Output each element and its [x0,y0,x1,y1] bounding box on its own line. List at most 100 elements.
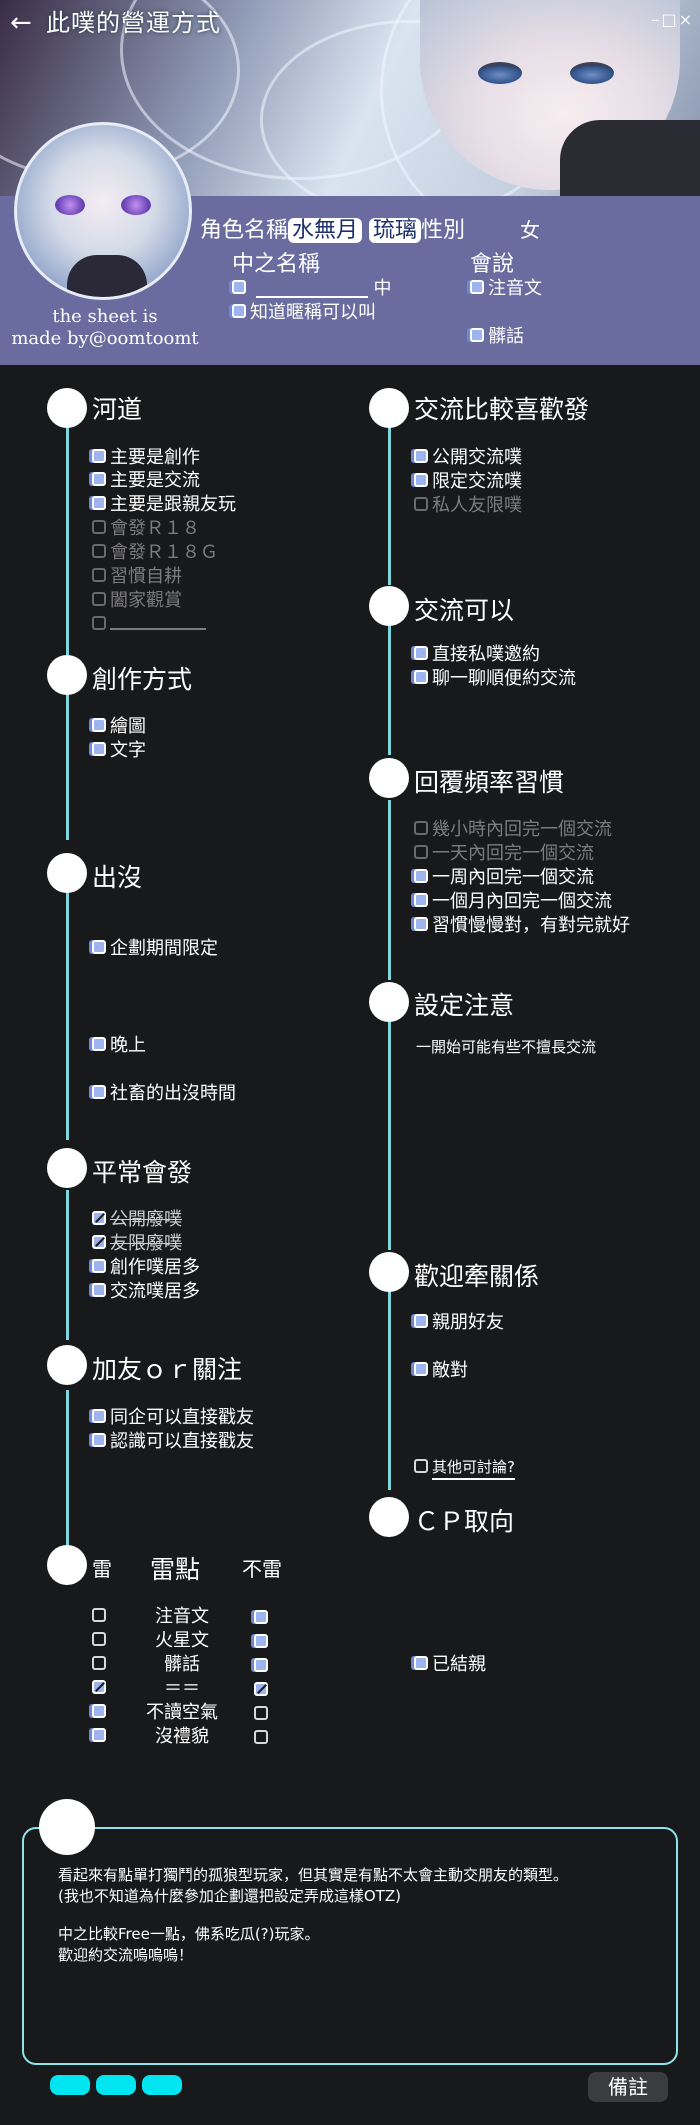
collar-art [560,120,700,200]
timeline-line [66,420,69,655]
list-item[interactable]: 主要是創作 [92,447,200,469]
list-item[interactable]: 一個月內回完一個交流 [414,891,612,913]
list-item[interactable]: 晚上 [92,1035,146,1057]
list-item[interactable]: 敵對 [414,1360,468,1382]
mine-right-header: 不雷 [242,1557,282,1581]
not-mine-checkbox[interactable] [254,1610,268,1624]
section-title-river: 河道 [92,395,143,424]
timeline-node [369,1252,409,1292]
section-title-follow: 加友ｏｒ關注 [92,1355,243,1384]
list-item[interactable]: 公開交流噗 [414,447,522,469]
speech-item: 髒話 [470,322,524,348]
mine-checkbox[interactable] [92,1632,106,1646]
timeline-node [369,586,409,626]
timeline-node [47,1345,87,1385]
mine-checkbox[interactable] [92,1728,106,1742]
list-item[interactable]: 闔家觀賞 [92,590,182,612]
speech-checkbox[interactable] [470,280,484,294]
note-line: 看起來有點單打獨鬥的孤狼型玩家，但其實是有點不太會主動交朋友的類型。 [58,1866,569,1884]
mine-checkbox[interactable] [92,1680,106,1694]
list-item[interactable]: 聊一聊順便約交流 [414,668,576,690]
nakanohito-checkbox[interactable] [232,280,246,294]
nakanohito-blank[interactable] [255,280,368,298]
section-title-exchange-pref: 交流比較喜歡發 [414,395,590,424]
nakanohito-label: 中之名稱 [232,252,321,277]
not-mine-checkbox[interactable] [254,1730,268,1744]
list-item[interactable]: 已結親 [414,1654,486,1676]
avatar-eye-art [121,195,151,215]
remark-button[interactable]: 備註 [588,2072,668,2102]
list-item[interactable]: 認識可以直接戳友 [92,1431,254,1453]
list-item[interactable]: 文字 [92,740,146,762]
list-item[interactable]: 會發Ｒ１８Ｇ [92,542,218,564]
section-title-welcome: 歡迎牽關係 [414,1262,540,1291]
timeline-node [47,1545,87,1585]
speech-item: 注音文 [470,274,542,300]
mine-checkbox[interactable] [92,1656,106,1670]
timeline-node [369,388,409,428]
list-item[interactable]: 習慣自耕 [92,566,182,588]
mine-checkbox[interactable] [92,1704,106,1718]
section-title-cp: ＣＰ取向 [414,1507,515,1536]
back-arrow-icon[interactable]: ← [10,8,32,38]
page-pill-button[interactable] [142,2075,182,2095]
list-item-blank[interactable] [92,614,206,636]
list-item[interactable]: 親朋好友 [414,1312,504,1334]
note-line: (我也不知道為什麼參加企劃還把設定弄成這樣OTZ) [58,1887,401,1905]
mine-left-header: 雷 [92,1557,112,1581]
avatar-eye-art [55,195,85,215]
list-item[interactable]: 一周內回完一個交流 [414,867,594,889]
note-line: 中之比較Free一點，佛系吃瓜(?)玩家。 [58,1925,320,1943]
list-item[interactable]: 主要是跟親友玩 [92,494,236,516]
page-pill-button[interactable] [96,2075,136,2095]
list-item[interactable]: 社畜的出沒時間 [92,1083,236,1105]
list-item[interactable]: 幾小時內回完一個交流 [414,819,612,841]
nakanohito-name-row: 中 [232,274,391,300]
list-item[interactable]: 創作噗居多 [92,1257,200,1279]
list-item[interactable]: 直接私噗邀約 [414,644,540,666]
character-name-label: 角色名稱 [200,218,289,243]
window-controls-icon[interactable]: –□× [651,10,694,29]
list-item[interactable]: 一天內回完一個交流 [414,843,594,865]
not-mine-checkbox[interactable] [254,1634,268,1648]
list-item[interactable]: 同企可以直接戳友 [92,1407,254,1429]
timeline-node [369,982,409,1022]
avatar-body-art [67,255,147,297]
list-item[interactable]: 主要是交流 [92,470,200,492]
list-item[interactable]: 企劃期間限定 [92,938,218,960]
list-item[interactable]: 習慣慢慢對，有對完就好 [414,915,630,937]
list-item[interactable]: 交流噗居多 [92,1281,200,1303]
list-item[interactable]: 公開廢噗 [92,1209,182,1231]
list-item[interactable]: 私人友限噗 [414,495,522,517]
timeline-line [66,1190,69,1340]
not-mine-checkbox[interactable] [254,1682,268,1696]
list-item[interactable]: 友限廢噗 [92,1233,182,1255]
speech-label: 會說 [470,252,515,277]
section-title-creation: 創作方式 [92,665,193,694]
timeline-line [66,1390,69,1550]
list-item[interactable]: 繪圖 [92,716,146,738]
welcome-other-option[interactable]: 其他可討論? [414,1456,515,1480]
know-nickname-row: 知道暱稱可以叫 [232,298,376,324]
know-nickname-checkbox[interactable] [232,304,246,318]
note-line: 歡迎約交流嗚嗚嗚！ [58,1946,194,1964]
gender-label: 性別 [421,218,466,243]
mine-checkbox[interactable] [92,1608,106,1622]
not-mine-checkbox[interactable] [254,1658,268,1672]
list-item[interactable]: 限定交流噗 [414,471,522,493]
timeline-node [47,388,87,428]
timeline-line [388,800,391,980]
page-pill-button[interactable] [50,2075,90,2095]
list-item[interactable]: 會發Ｒ１８ [92,518,200,540]
timeline-line [388,625,391,755]
section-title-setting-note: 設定注意 [414,991,515,1020]
speech-checkbox[interactable] [470,328,484,342]
character-name-value-2: 琉璃 [369,218,422,243]
remark-box [22,1827,678,2065]
character-name-row: 角色名稱水無月 琉璃性別 [200,212,465,244]
mine-row: 髒話 [92,1654,272,1676]
timeline-node [369,1497,409,1537]
eye-art [570,62,614,84]
not-mine-checkbox[interactable] [254,1706,268,1720]
sheet-credit: the sheet is made by@oomtoomt [11,306,199,349]
